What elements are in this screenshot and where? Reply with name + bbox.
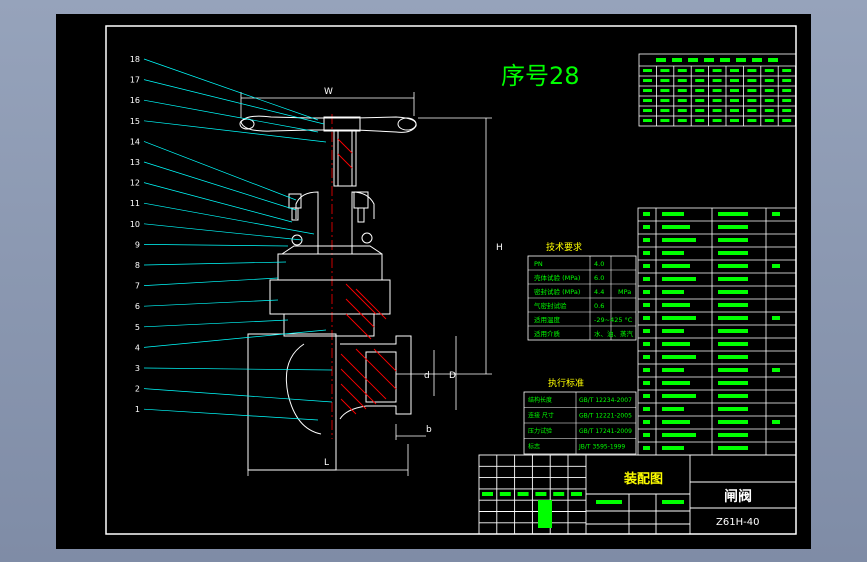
balloon-leader — [143, 244, 289, 247]
balloon-leader — [143, 261, 287, 266]
standard-cell: 结构长度 — [528, 396, 552, 404]
dim-height: H — [496, 243, 503, 253]
balloon-number: 18 — [130, 55, 140, 64]
balloon-number: 4 — [135, 343, 140, 352]
balloon-leader — [143, 299, 279, 307]
balloon-leader — [143, 79, 325, 125]
balloon-callouts: 18 17 16 15 14 13 12 11 10 9 8 7 6 5 4 3 2 1 — [130, 55, 333, 421]
balloon-leader — [143, 161, 297, 211]
balloon-leader — [143, 388, 333, 403]
balloon-leader — [143, 367, 333, 371]
tech-spec-cell: 0.6 — [594, 302, 604, 310]
balloon-number: 15 — [130, 117, 140, 126]
part-name: 闸阀 — [724, 488, 752, 505]
standards-title: 执行标准 — [548, 377, 584, 389]
tech-spec-cell: 水、油、蒸汽 — [594, 329, 634, 338]
parts-list — [637, 207, 797, 456]
balloon-leader — [143, 120, 327, 143]
tech-spec-cell: 密封试验 (MPa) — [534, 287, 580, 296]
standard-cell: 标志 — [528, 443, 540, 451]
tech-specs-table: PN 4.0 壳体试验 (MPa) 6.0 密封试验 (MPa) 4.4 MPa 气密封试验 0… — [527, 255, 637, 341]
tech-spec-cell: 4.4 — [594, 288, 604, 296]
balloon-leader — [143, 319, 289, 328]
balloon-leader — [143, 141, 297, 201]
tech-specs-title: 技术要求 — [546, 241, 582, 253]
tech-spec-cell: 适用介质 — [534, 329, 561, 338]
balloon-number: 14 — [130, 137, 140, 146]
dimension-table — [638, 53, 797, 127]
dim-width: W — [324, 87, 333, 97]
balloon-leader — [143, 99, 319, 133]
balloon-number: 17 — [130, 76, 140, 85]
drawing-canvas: 序号28 — [105, 25, 797, 535]
dim-offset: b — [426, 425, 432, 435]
dim-outer: D — [449, 371, 456, 381]
balloon-number: 16 — [130, 96, 140, 105]
balloon-number: 8 — [135, 261, 140, 270]
dim-length: L — [324, 458, 329, 468]
balloon-leader — [143, 223, 303, 241]
valve-assembly — [239, 114, 417, 471]
balloon-number: 2 — [135, 385, 140, 394]
balloon-number: 3 — [135, 364, 140, 373]
balloon-number: 9 — [135, 240, 140, 249]
balloon-number: 6 — [135, 302, 140, 311]
balloon-number: 7 — [135, 282, 140, 291]
balloon-number: 11 — [130, 199, 140, 208]
balloon-number: 10 — [130, 220, 140, 229]
balloon-number: 1 — [135, 405, 140, 414]
standard-cell: GB/T 12221-2005 — [579, 413, 632, 420]
dimension-lines — [240, 92, 492, 476]
balloon-leader — [143, 277, 279, 286]
tech-spec-cell: 壳体试验 (MPa) — [534, 273, 580, 282]
tech-spec-cell: 6.0 — [594, 274, 604, 282]
assembly-title: 装配图 — [623, 471, 663, 487]
tech-spec-cell: -29~425 °C — [594, 316, 633, 324]
standard-cell: JB/T 3595-1999 — [578, 444, 625, 451]
tech-spec-cell: PN — [534, 260, 543, 268]
tech-spec-cell: MPa — [618, 288, 631, 296]
tech-spec-cell: 4.0 — [594, 260, 604, 268]
dim-bore: d — [424, 371, 430, 381]
balloon-leader — [143, 408, 319, 421]
balloon-leader — [143, 182, 293, 223]
standard-cell: GB/T 12234-2007 — [579, 397, 632, 404]
serial-label: 序号28 — [501, 62, 580, 90]
balloon-leader — [143, 58, 319, 121]
title-block — [478, 454, 797, 535]
standard-cell: 连接 尺寸 — [528, 412, 554, 420]
standard-cell: GB/T 17241-2009 — [579, 428, 632, 435]
balloon-number: 5 — [135, 323, 140, 332]
drawing-sheet[interactable]: 序号28 — [56, 14, 811, 549]
balloon-leader — [143, 329, 327, 348]
tech-spec-cell: 气密封试验 — [534, 301, 567, 310]
standard-cell: 压力试验 — [528, 427, 552, 435]
standards-table: 结构长度 GB/T 12234-2007 连接 尺寸 GB/T 12221-2005 压… — [523, 391, 637, 455]
tech-spec-cell: 适用温度 — [534, 315, 561, 324]
balloon-number: 13 — [130, 158, 140, 167]
balloon-number: 12 — [130, 179, 140, 188]
balloon-leader — [143, 202, 315, 235]
model-number: Z61H-40 — [716, 517, 759, 528]
